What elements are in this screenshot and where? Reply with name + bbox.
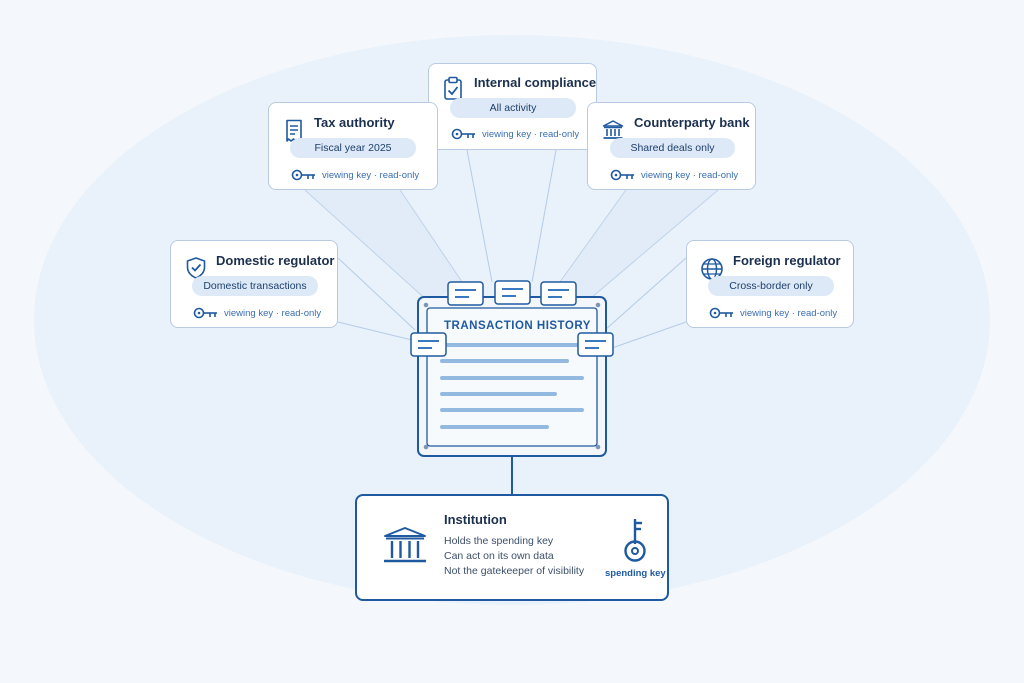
key-icon [451,128,475,140]
viewing-key-label: viewing key · read-only [224,307,322,319]
viewer-scope-badge: Shared deals only [610,138,735,158]
viewer-card-counterparty-bank: Counterparty bank Shared deals only view… [587,102,756,190]
viewing-key-row: viewing key · read-only [193,307,321,319]
viewing-key-label: viewing key · read-only [740,307,838,319]
viewer-scope-badge: Domestic transactions [192,276,318,296]
viewing-key-label: viewing key · read-only [641,169,739,181]
institution-line: Not the gatekeeper of visibility [444,565,585,577]
institution-card: Institution Holds the spending key Can a… [355,494,669,601]
viewer-title: Internal compliance [474,75,597,90]
viewer-card-foreign-regulator: Foreign regulator Cross-border only view… [686,240,854,328]
viewer-scope-badge: All activity [450,98,576,118]
viewer-card-internal-compliance: Internal compliance All activity viewing… [428,63,597,150]
viewing-key-row: viewing key · read-only [291,169,419,181]
viewer-title: Foreign regulator [733,253,841,268]
viewing-key-tabs [410,280,614,357]
key-icon [193,307,217,319]
document-title: TRANSACTION HISTORY [444,320,591,332]
institution-line: Holds the spending key [444,535,554,547]
viewing-key-label: viewing key · read-only [322,169,420,181]
institution-icon [384,527,426,563]
viewer-card-domestic-regulator: Domestic regulator Domestic transactions… [170,240,338,328]
viewer-scope-badge: Cross-border only [708,276,834,296]
document-text-lines [440,343,584,429]
viewer-title: Domestic regulator [216,253,335,268]
viewing-key-row: viewing key · read-only [451,128,579,140]
clipboard-check-icon [444,76,462,100]
spending-key-icon [624,519,646,562]
key-icon [709,307,733,319]
key-icon [610,169,634,181]
key-icon [291,169,315,181]
viewing-key-row: viewing key · read-only [610,169,738,181]
viewing-key-row: viewing key · read-only [709,307,837,319]
globe-icon [701,258,723,280]
spending-key-label: spending key [605,568,666,579]
viewer-card-tax-authority: Tax authority Fiscal year 2025 viewing k… [268,102,438,190]
viewer-title: Counterparty bank [634,115,750,130]
institution-line: Can act on its own data [444,550,554,562]
viewer-scope-badge: Fiscal year 2025 [290,138,416,158]
institution-title: Institution [444,512,507,527]
viewer-title: Tax authority [314,115,395,130]
transaction-history-document [410,280,614,457]
viewing-key-label: viewing key · read-only [482,128,580,140]
